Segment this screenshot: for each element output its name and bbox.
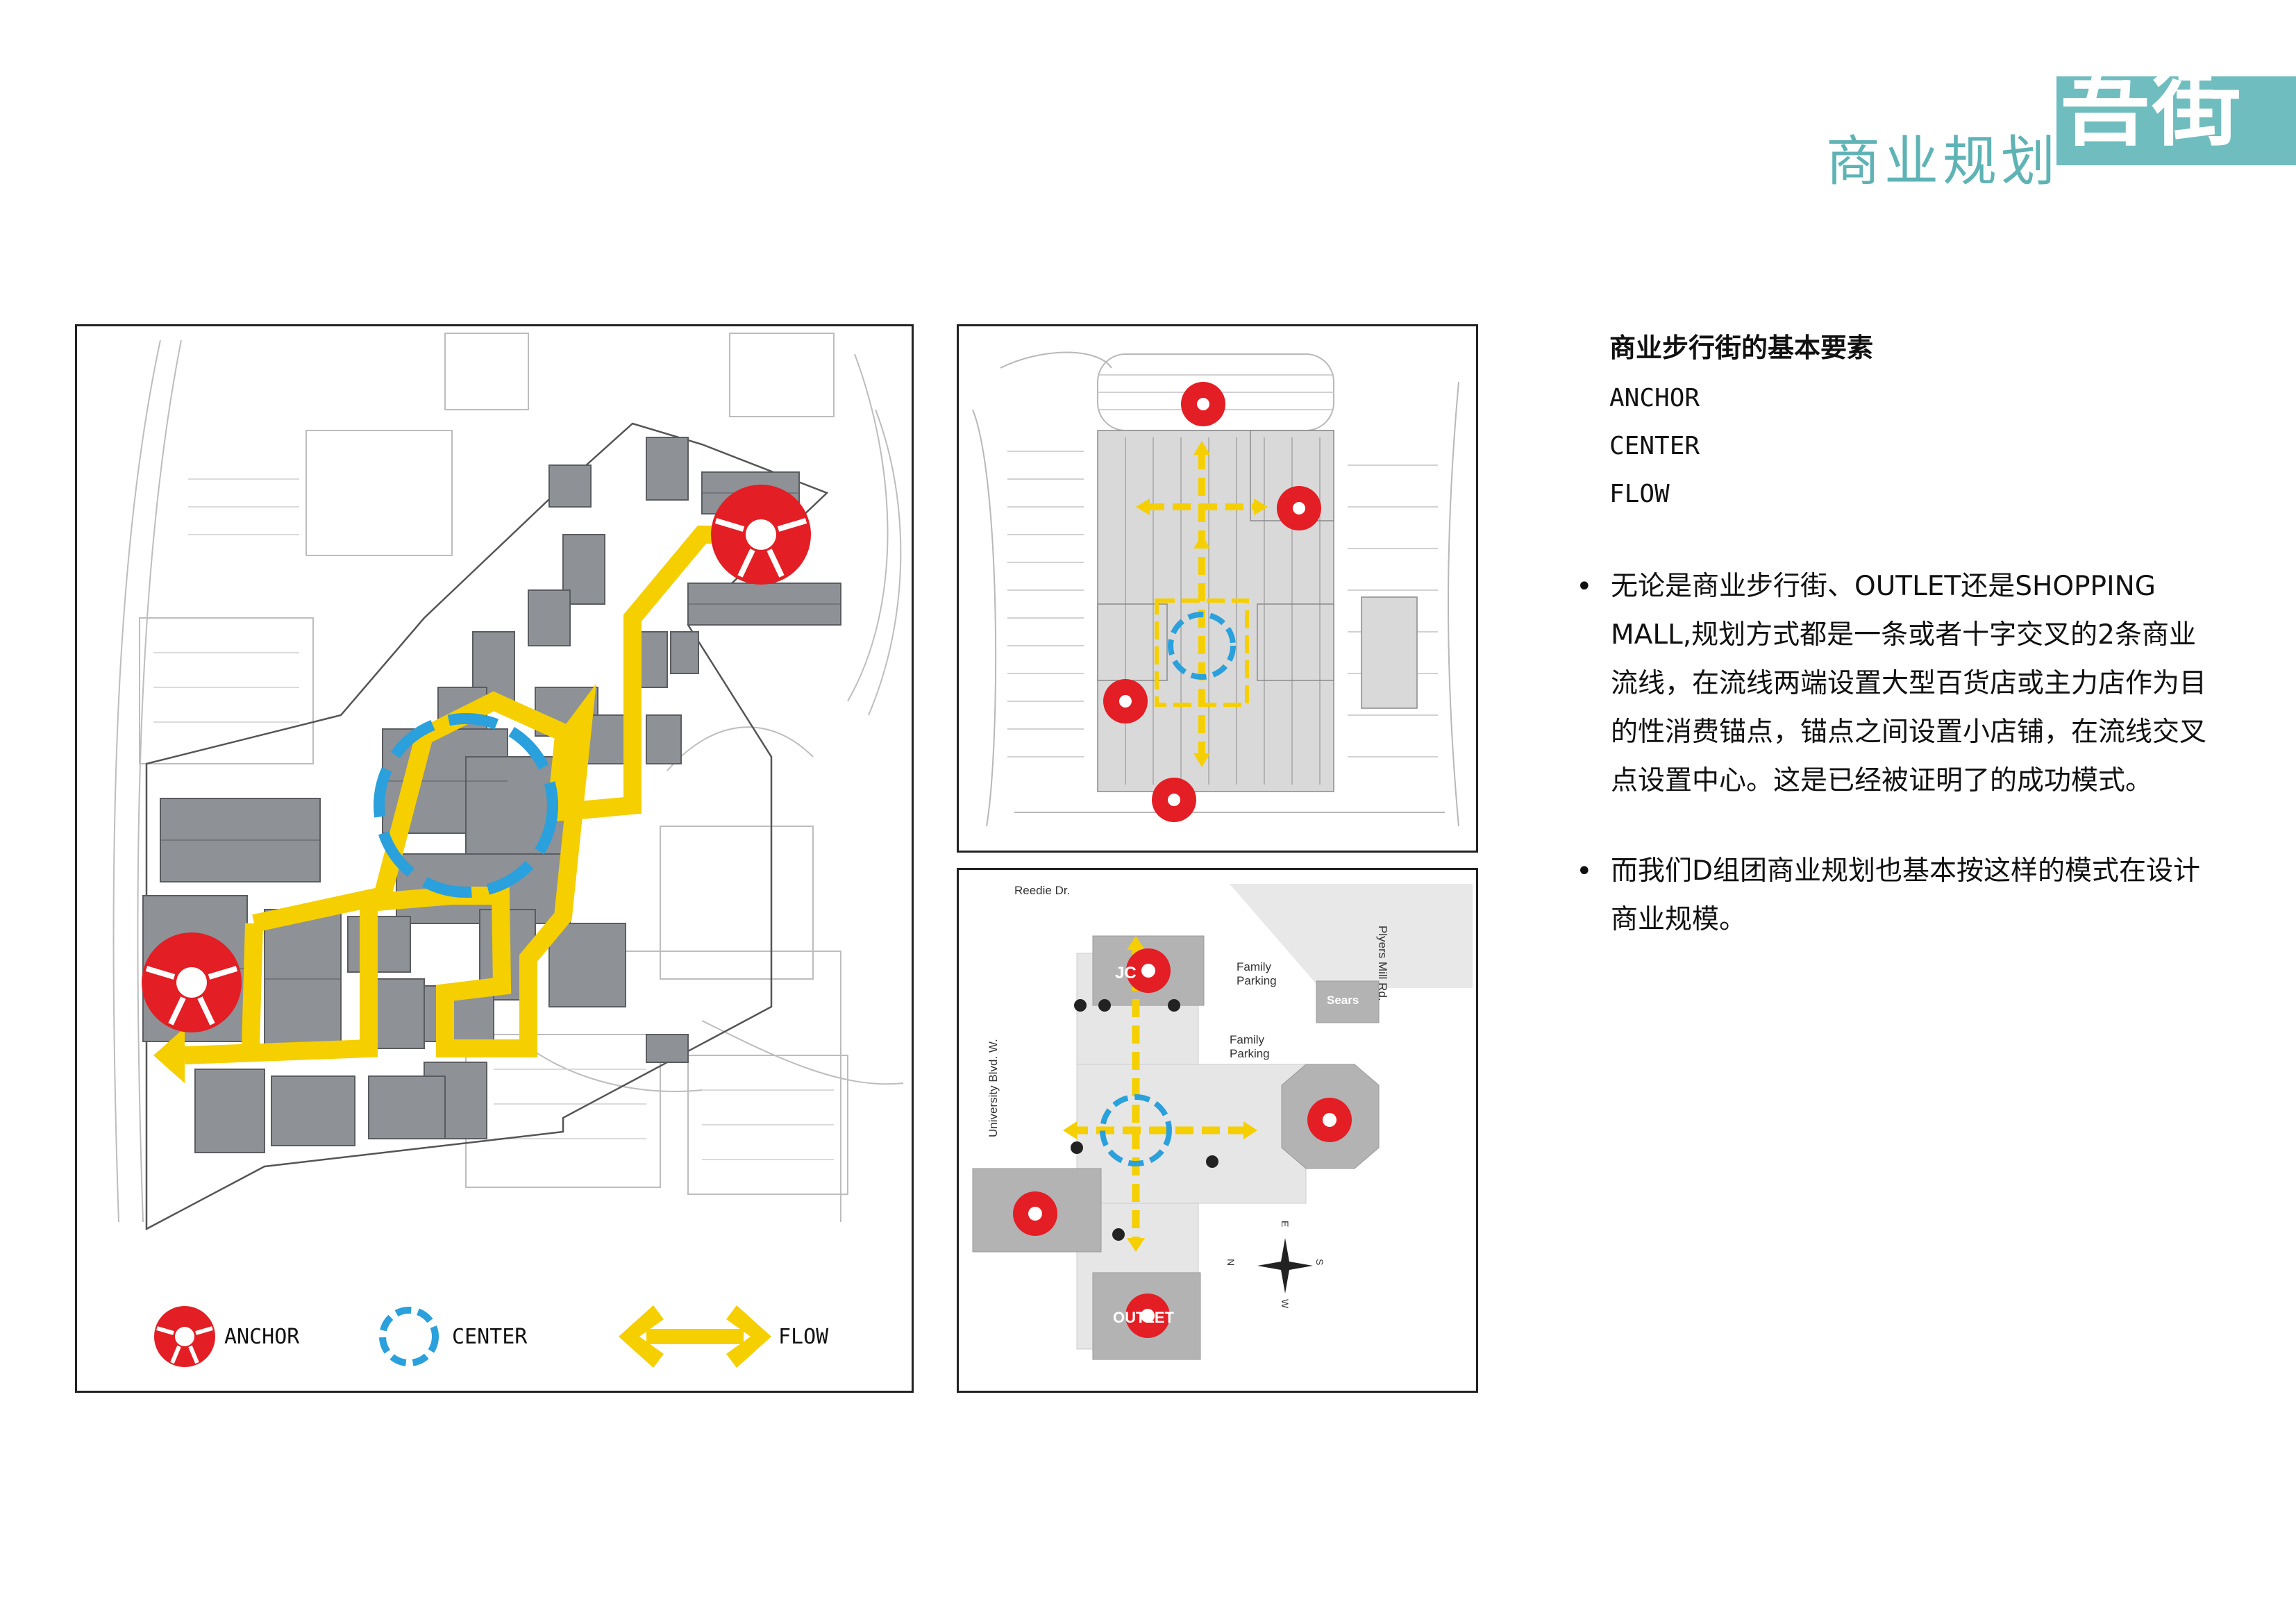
explanation-item: •无论是商业步行街、OUTLET还是SHOPPING MALL,规划方式都是一条…: [1576, 562, 2215, 805]
elements-heading: 商业步行街的基本要素: [1609, 333, 1874, 363]
legend-flow-icon: [619, 1305, 771, 1368]
reference-mall-drawing-1: [972, 351, 1459, 827]
compass-label-w: W: [1280, 1299, 1291, 1309]
term-anchor: ANCHOR: [1609, 384, 1700, 412]
reference-mall-plan-1: [957, 324, 1478, 853]
compass-icon: [1257, 1238, 1313, 1294]
map-label-myers: Plyers Mill Rd.: [1376, 926, 1389, 1001]
compass-label-s: S: [1314, 1259, 1325, 1266]
center-marker: [374, 713, 558, 898]
reference-mall-plan-2: Reedie Dr. Plyers Mill Rd. University Bl…: [957, 868, 1478, 1393]
map-label-jc: JC: [1115, 964, 1137, 982]
site-plan-drawing: [112, 333, 904, 1368]
brand-banner: [2056, 76, 2296, 165]
legend-anchor-icon: [154, 1306, 215, 1367]
map-label-university: University Blvd. W.: [987, 1039, 1000, 1137]
map-label-reedie: Reedie Dr.: [1014, 884, 1071, 897]
legend-flow-label: FLOW: [778, 1325, 829, 1349]
reference-mall-drawing-2: [972, 884, 1473, 1360]
map-label-family-parking-1: Family Parking: [1237, 960, 1277, 987]
map-label-family-parking-2: Family Parking: [1230, 1033, 1270, 1060]
map-label-outlet: OUTLET: [1113, 1309, 1174, 1326]
compass-label-n: N: [1225, 1259, 1237, 1266]
bullet-icon: •: [1576, 571, 1593, 603]
term-flow: FLOW: [1609, 480, 1670, 508]
site-plan-panel: ANCHOR CENTER FLOW: [75, 324, 914, 1393]
term-center: CENTER: [1609, 432, 1700, 460]
compass-label-e: E: [1280, 1221, 1291, 1228]
legend-center-icon: [379, 1307, 439, 1366]
elements-summary: 商业步行街的基本要素 ANCHOR CENTER FLOW: [1609, 326, 2234, 528]
brand-logo-text: 吾街: [2061, 55, 2245, 158]
map-label-sears: Sears: [1327, 994, 1359, 1007]
explanation-item: •而我们D组团商业规划也基本按这样的模式在设计商业规模。: [1576, 847, 2215, 944]
page-title: 商业规划: [1826, 131, 2060, 193]
anchor-marker-left: [142, 932, 242, 1032]
anchor-marker-top: [711, 485, 811, 585]
explanation-list: •无论是商业步行街、OUTLET还是SHOPPING MALL,规划方式都是一条…: [1576, 562, 2215, 986]
legend-center-label: CENTER: [452, 1325, 528, 1349]
bullet-icon: •: [1576, 855, 1593, 887]
legend-anchor-label: ANCHOR: [224, 1325, 300, 1349]
